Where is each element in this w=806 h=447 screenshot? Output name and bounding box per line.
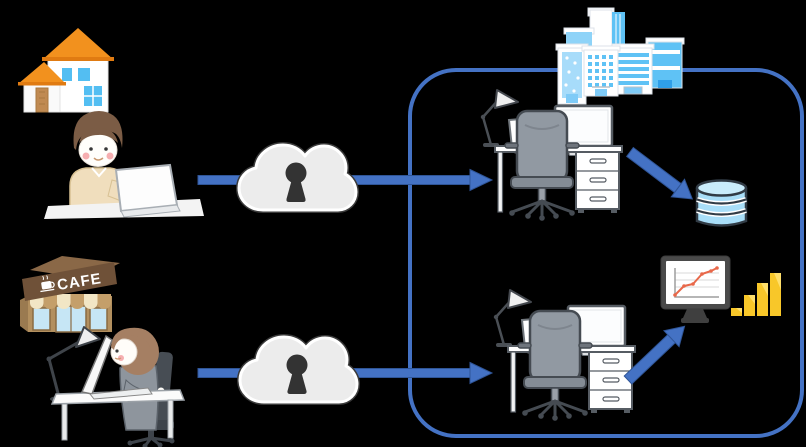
vpn-cloud-bottom <box>240 337 357 402</box>
coffee-cup-icon <box>40 275 55 293</box>
cafe-sign-label: CAFE <box>56 270 103 294</box>
vpn-cloud-top <box>239 145 356 210</box>
bar-chart-icon <box>731 273 781 316</box>
house-icon <box>18 28 114 113</box>
office-desk-top <box>479 88 624 223</box>
office-buildings-icon <box>555 7 685 105</box>
database-icon <box>695 179 748 227</box>
window <box>62 68 72 81</box>
cafe-worker-icon <box>46 326 186 447</box>
line-chart-monitor-icon <box>660 255 731 323</box>
window <box>32 307 51 331</box>
laptop-icon <box>114 163 181 218</box>
home-worker-icon <box>44 111 204 219</box>
window <box>78 68 90 81</box>
window <box>89 307 108 331</box>
arrow-to-database <box>622 142 700 209</box>
office-desk-bottom <box>492 288 637 423</box>
cafe-icon: CAFE <box>20 256 120 333</box>
door <box>35 87 49 113</box>
laptop-icon <box>80 334 153 400</box>
